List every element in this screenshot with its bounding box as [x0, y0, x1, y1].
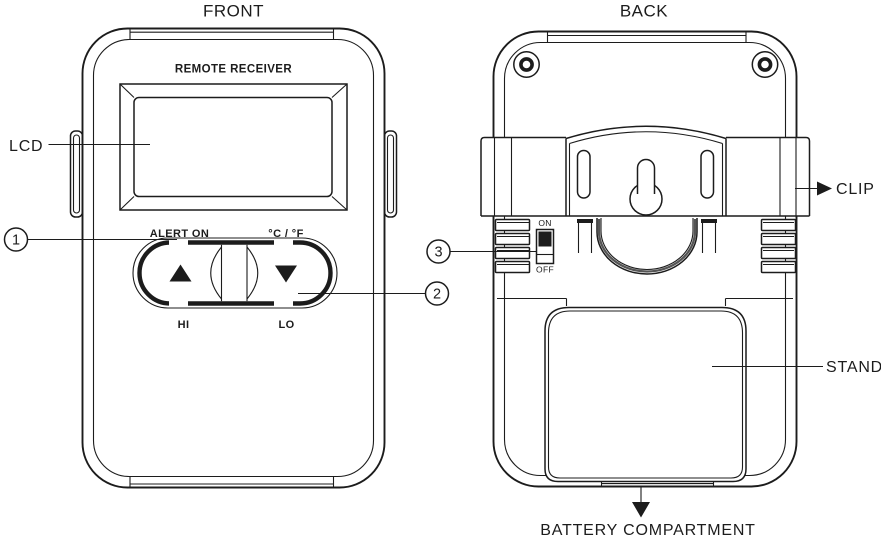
- front-view: REMOTE RECEIVER: [3, 2, 450, 489]
- front-bottom-notch: [129, 476, 335, 488]
- temp-unit-label: °C / °F: [268, 228, 303, 240]
- battery-callout: BATTERY COMPARTMENT: [540, 486, 756, 539]
- brand-text: REMOTE RECEIVER: [175, 64, 292, 76]
- left-latch-tab: [577, 219, 593, 253]
- clip: [480, 125, 811, 217]
- switch-on-label: ON: [538, 218, 551, 228]
- front-top-notch: [129, 28, 335, 40]
- seam-right: [724, 297, 793, 306]
- front-body-outline: [81, 27, 386, 489]
- back-top-notch: [546, 31, 747, 43]
- back-bottom-notch: [600, 481, 715, 487]
- down-arrow-icon: [275, 265, 297, 283]
- svg-text:2: 2: [433, 287, 441, 303]
- callout-3: 3: [426, 239, 536, 264]
- battery-door-cutout: [596, 218, 698, 275]
- clip-label: CLIP: [836, 181, 875, 198]
- stand-callout: STAND: [712, 359, 881, 376]
- up-arrow-icon: [169, 264, 192, 282]
- right-screw: [751, 51, 779, 78]
- hi-label: HI: [178, 319, 190, 331]
- front-body-inner-line: [92, 38, 375, 478]
- alert-on-label: ALERT ON: [150, 228, 209, 240]
- callout-2: 2: [298, 281, 450, 306]
- arrow-down-icon: [632, 502, 650, 518]
- callout-1: 1: [3, 227, 177, 252]
- clip-callout: CLIP: [795, 181, 875, 198]
- left-grip-ribs: [494, 218, 531, 274]
- battery-label: BATTERY COMPARTMENT: [540, 522, 756, 539]
- svg-text:3: 3: [434, 245, 442, 261]
- switch-off-label: OFF: [536, 265, 554, 275]
- right-side-button: [383, 130, 398, 218]
- seam-left: [497, 297, 568, 306]
- back-view: ON OFF: [426, 2, 881, 539]
- keyhole-hanger: [629, 158, 663, 216]
- svg-text:1: 1: [12, 233, 20, 249]
- right-grip-ribs: [760, 218, 797, 274]
- front-title: FRONT: [203, 2, 264, 21]
- stand-label: STAND: [826, 359, 881, 376]
- left-side-button: [69, 130, 84, 218]
- lo-label: LO: [278, 319, 294, 331]
- back-title: BACK: [620, 2, 668, 21]
- left-slot: [576, 149, 591, 199]
- lcd-label: LCD: [9, 138, 43, 155]
- arrow-right-icon: [817, 181, 832, 196]
- power-switch: ON OFF: [535, 218, 555, 275]
- left-screw: [513, 51, 540, 78]
- right-latch-tab: [701, 219, 717, 253]
- button-cluster: [132, 237, 338, 309]
- switch-knob: [538, 231, 552, 247]
- right-slot: [700, 149, 715, 199]
- stand: [544, 306, 747, 483]
- lcd-screen: [119, 83, 348, 211]
- lcd-callout: LCD: [9, 138, 150, 155]
